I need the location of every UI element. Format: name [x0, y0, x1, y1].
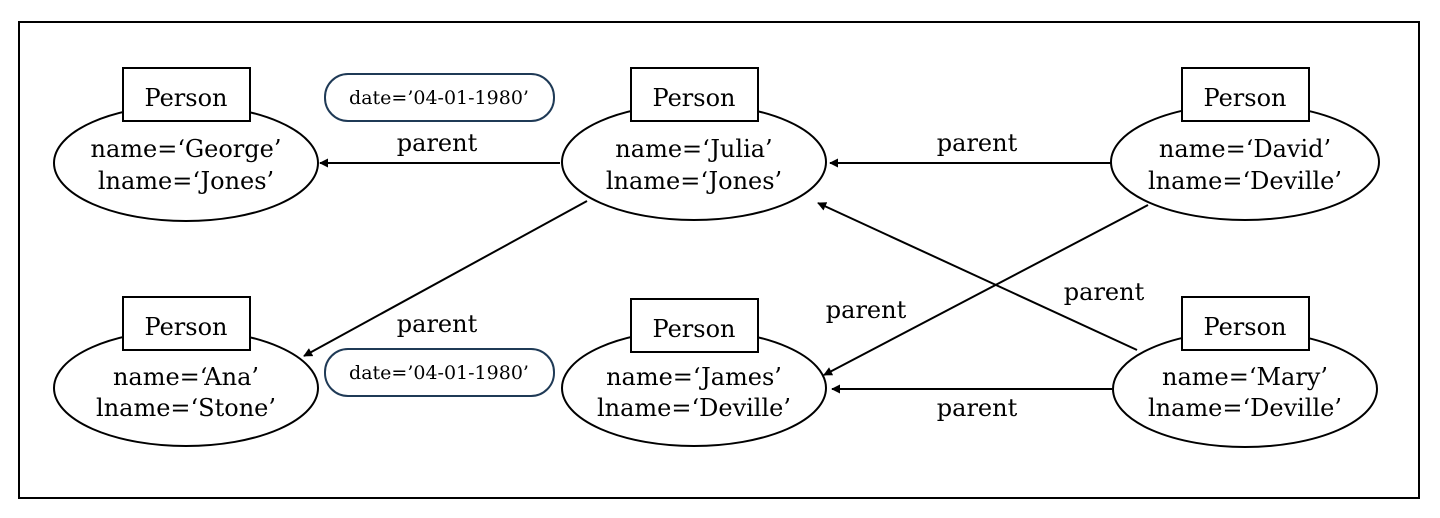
edge-property-text: date=’04-01-1980’ [349, 362, 529, 384]
node-name: name=‘David’ [1159, 135, 1331, 163]
node-james: Person name=‘James’ lname=‘Deville’ [561, 298, 827, 447]
edge-property-julia-george: date=’04-01-1980’ [324, 73, 555, 122]
node-label: Person [653, 315, 736, 343]
edge-label-julia-george: parent [397, 129, 478, 157]
node-label: Person [1204, 84, 1287, 112]
node-lname: lname=‘Deville’ [1148, 167, 1342, 195]
node-lname: lname=‘Deville’ [1148, 394, 1342, 422]
edge-property-text: date=’04-01-1980’ [349, 87, 529, 109]
edge-mary-julia [817, 202, 1138, 351]
edge-property-julia-ana: date=’04-01-1980’ [324, 348, 555, 397]
diagram-frame [18, 21, 1420, 499]
node-mary: Person name=‘Mary’ lname=‘Deville’ [1112, 296, 1378, 448]
node-david: Person name=‘David’ lname=‘Deville’ [1110, 67, 1380, 221]
node-george: Person name=‘George’ lname=‘Jones’ [53, 67, 319, 222]
node-julia: Person name=‘Julia’ lname=‘Jones’ [561, 67, 827, 221]
edge-julia-ana [303, 200, 588, 357]
node-name: name=‘Mary’ [1162, 363, 1328, 391]
edge-label-david-james: parent [826, 296, 907, 324]
edge-label-mary-james: parent [937, 394, 1018, 422]
edge-david-james [823, 204, 1149, 376]
node-lname: lname=‘Jones’ [98, 167, 274, 195]
node-lname: lname=‘Deville’ [597, 394, 791, 422]
node-name: name=‘Ana’ [113, 363, 259, 391]
edge-label-mary-julia: parent [1064, 278, 1145, 306]
node-name: name=‘Julia’ [615, 135, 772, 163]
node-lname: lname=‘Jones’ [606, 167, 782, 195]
node-label: Person [1204, 313, 1287, 341]
node-name: name=‘James’ [606, 363, 782, 391]
edge-label-david-julia: parent [937, 129, 1018, 157]
node-label: Person [145, 313, 228, 341]
edge-label-julia-ana: parent [397, 310, 478, 338]
node-label: Person [653, 84, 736, 112]
node-label: Person [145, 84, 228, 112]
node-name: name=‘George’ [91, 135, 282, 163]
node-lname: lname=‘Stone’ [96, 394, 276, 422]
node-ana: Person name=‘Ana’ lname=‘Stone’ [53, 296, 319, 447]
